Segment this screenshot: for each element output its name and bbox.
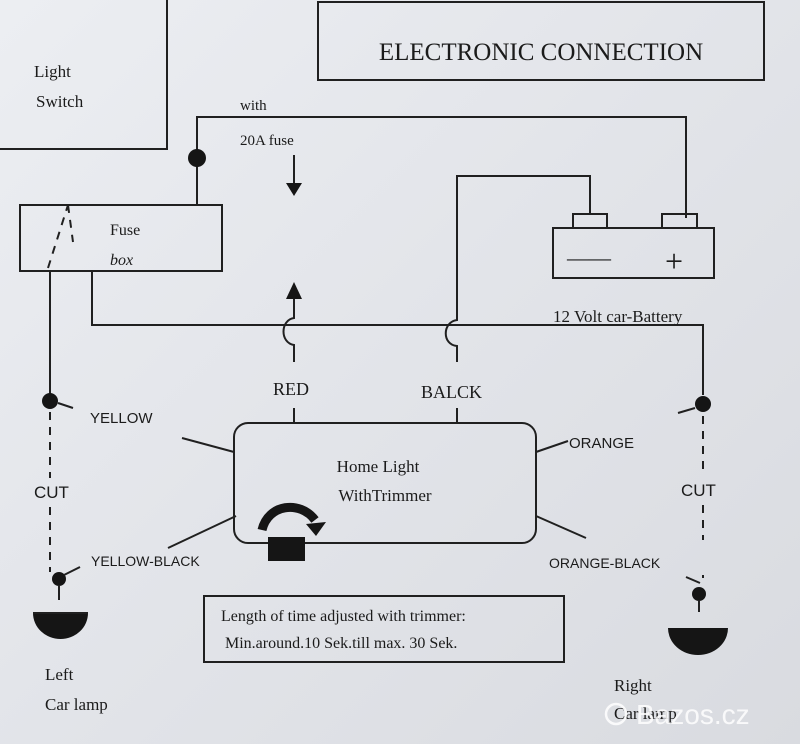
wire-label-yellow: YELLOW [90,410,153,427]
page-title: ELECTRONIC CONNECTION [379,39,703,66]
wire-left-lower-tick [58,566,81,600]
wire-label-black: BALCK [421,382,482,402]
note-box [203,595,565,663]
left-lamp-label-2: Car lamp [45,695,108,714]
left-lamp-label-1: Left [45,665,74,684]
right-lamp-label-1: Right [614,676,652,695]
wire-black [444,175,591,362]
fuse-note-2: 20A fuse [240,133,294,149]
battery-terminal-minus [572,213,608,229]
wire-fuse-to-right [91,271,704,395]
lead-orange-black [535,515,587,539]
battery-minus-symbol: —— [566,245,612,270]
wire-left-tick [57,402,74,409]
cut-label-left: CUT [34,483,69,502]
junction-dot-left-lower [52,572,66,586]
wire-label-yellow-black: YELLOW-BLACK [91,553,200,569]
trimmer-rotate-icon [257,502,326,561]
lead-orange [535,440,569,453]
junction-dot-left [42,393,58,409]
fuse-internal-dashed [47,204,74,269]
wire-right-tick [677,407,696,414]
fuse-box-label-1: Fuse [110,222,140,239]
watermark: Bazos.cz [604,699,750,730]
junction-dot-right-lower [692,587,706,601]
right-car-lamp-icon [668,628,728,655]
module-label-2: WithTrimmer [338,486,431,505]
battery-plus-symbol: + [665,243,683,279]
wire-label-red: RED [273,379,309,399]
wire-label-orange: ORANGE [569,435,634,452]
module-label-1: Home Light [337,457,420,476]
junction-dot-top [188,149,206,167]
wire-red [282,297,295,362]
junction-dot-right [695,396,711,412]
arrow-up-icon [286,282,302,299]
car-lamp-icon [33,613,88,639]
watermark-text: Bazos.cz [636,699,750,730]
light-switch-label-2: Switch [36,92,84,111]
battery-label: 12 Volt car-Battery [553,307,683,326]
note-line-2: Min.around.10 Sek.till max. 30 Sek. [225,635,457,652]
battery-body [552,227,715,279]
light-switch-box [0,0,168,150]
lead-yellow [181,437,235,453]
lead-yellow-black [167,515,237,549]
arrow-down-head [286,183,302,196]
fuse-box-label-2: box [110,252,133,269]
fuse-note-1: with [240,98,267,114]
note-line-1: Length of time adjusted with trimmer: [221,608,466,625]
module-box [233,422,537,544]
battery-terminal-plus [661,213,698,229]
cut-label-right: CUT [681,481,716,500]
title-box [317,1,765,81]
right-lamp-label-2: Car lamp [614,704,677,723]
fuse-box [19,204,223,272]
wire-label-orange-black: ORANGE-BLACK [549,555,661,571]
light-switch-label-1: Light [34,62,71,81]
wire-right-lower [685,575,704,584]
